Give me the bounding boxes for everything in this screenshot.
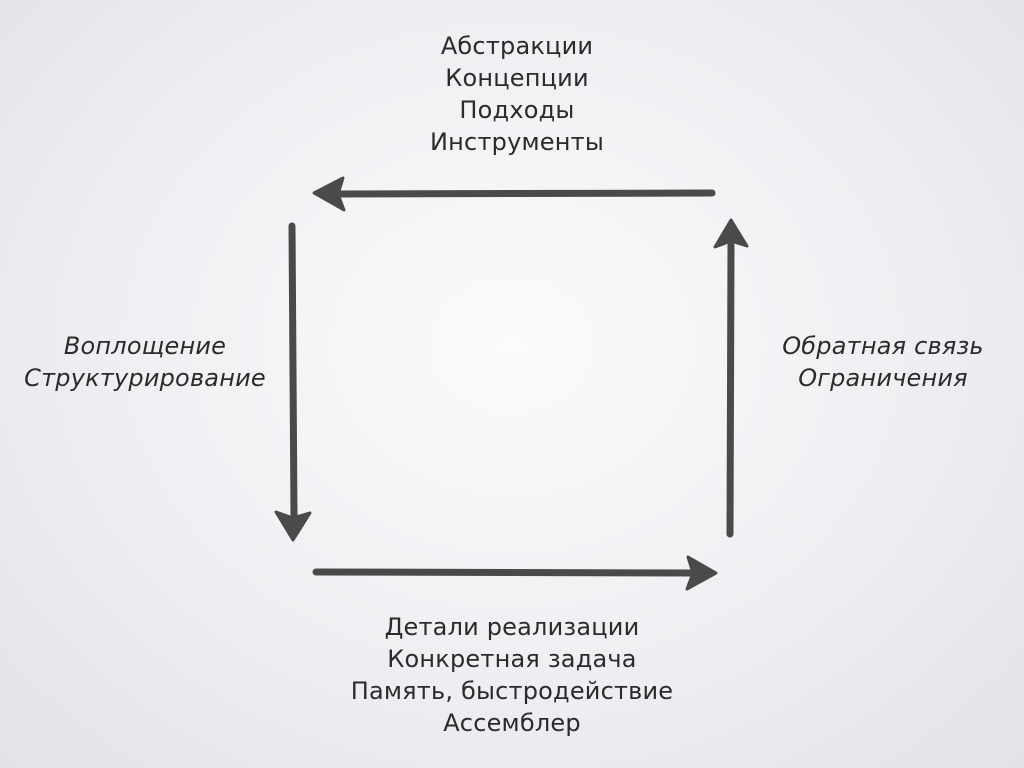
bottom-right-arrow: [312, 555, 718, 591]
bottom-label-memory-performance: Память, быстродействие: [350, 677, 674, 705]
top-label-group: Абстракции Концепции Подходы Инструменты: [362, 30, 672, 158]
left-label-embodiment: Воплощение: [63, 332, 227, 360]
left-down-arrow: [274, 222, 312, 542]
bottom-label-assembler: Ассемблер: [443, 709, 581, 737]
right-label-group: Обратная связь Ограничения: [752, 330, 1014, 394]
top-label-tools: Инструменты: [430, 128, 604, 156]
top-label-concepts: Концепции: [445, 64, 589, 92]
bottom-label-concrete-task: Конкретная задача: [387, 645, 637, 673]
top-label-approaches: Подходы: [459, 96, 575, 124]
top-left-arrow: [312, 176, 716, 212]
right-label-constraints: Ограничения: [798, 364, 968, 392]
right-up-arrow: [713, 218, 749, 538]
bottom-label-implementation-details: Детали реализации: [384, 613, 640, 641]
left-label-structuring: Структурирование: [24, 364, 266, 392]
bottom-label-group: Детали реализации Конкретная задача Памя…: [322, 611, 702, 739]
right-label-feedback: Обратная связь: [782, 332, 984, 360]
left-label-group: Воплощение Структурирование: [0, 330, 290, 394]
top-label-abstractions: Абстракции: [440, 32, 594, 60]
